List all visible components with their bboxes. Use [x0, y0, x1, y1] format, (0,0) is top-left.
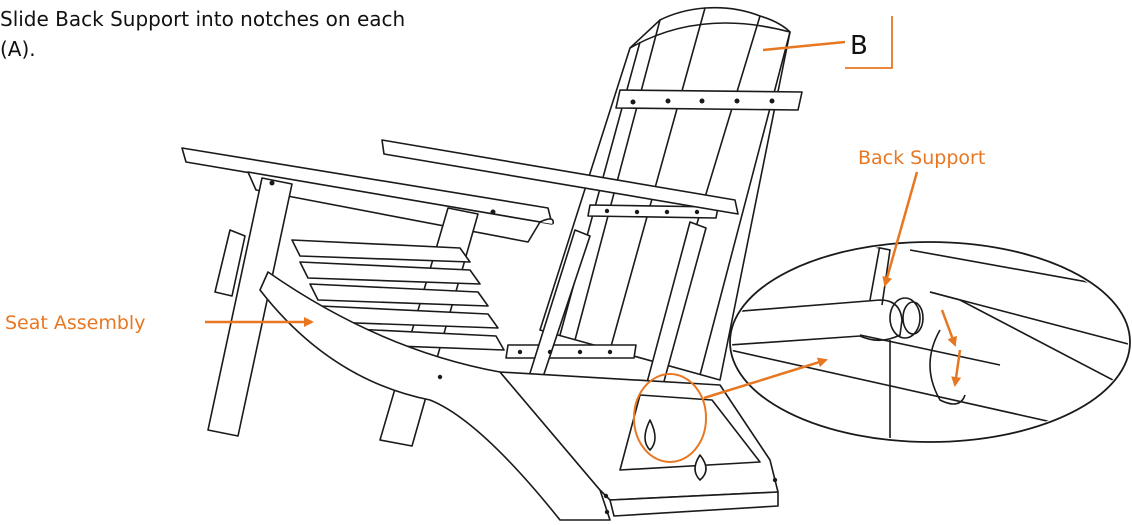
adirondack-chair-drawing — [181, 6, 803, 521]
zoom-highlight-circle — [633, 373, 707, 463]
seat-side-rail — [259, 271, 611, 521]
instruction-line-2: (A). — [0, 37, 36, 61]
zoom-connector-arrow — [703, 357, 828, 400]
leg-block — [214, 229, 246, 297]
notch-arrow-2 — [951, 349, 962, 387]
right-armrest — [381, 139, 739, 215]
part-b-label: B — [850, 31, 868, 61]
back-support-label: Back Support — [858, 147, 985, 169]
seat-assembly-label: Seat Assembly — [5, 312, 145, 334]
label-b-leader — [762, 40, 846, 52]
label-b-bracket — [845, 16, 893, 69]
seat-slats — [291, 239, 505, 351]
notch-arrow-1 — [940, 309, 957, 347]
instruction-line-1: Slide Back Support into notches on each — [0, 7, 406, 31]
front-leg-left — [207, 177, 293, 437]
instruction-text: Slide Back Support into notches on each … — [0, 4, 520, 64]
detail-zoom-view — [729, 241, 1131, 443]
annotations — [205, 16, 962, 463]
screw-dots — [269, 98, 778, 515]
back-support-arrow — [882, 171, 919, 287]
